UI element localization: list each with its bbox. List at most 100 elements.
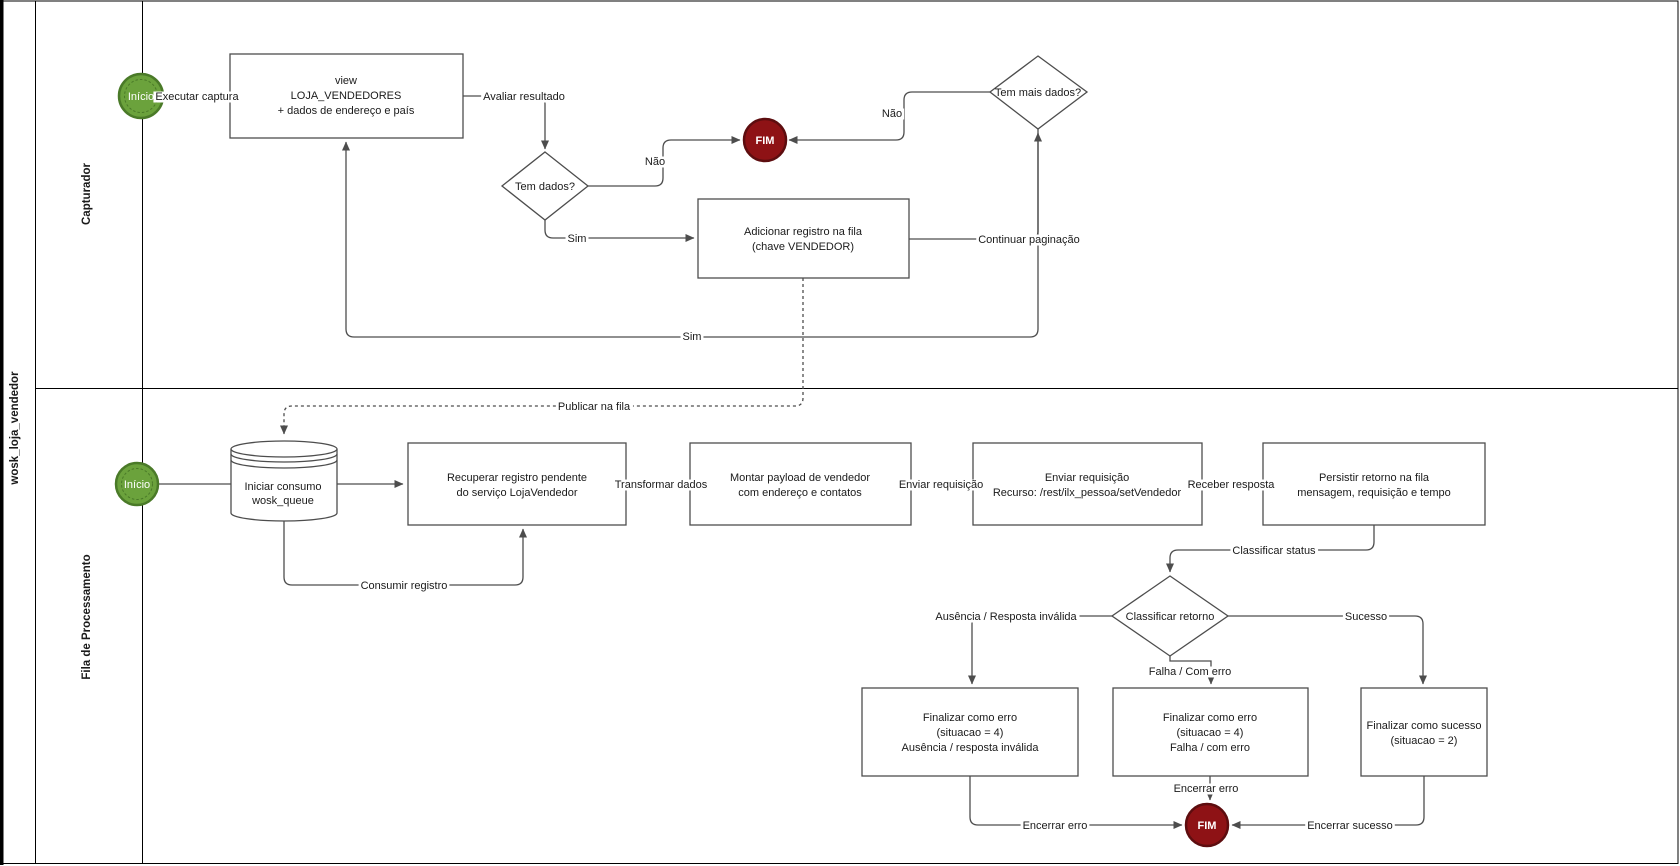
label-sim-loop: Sim	[683, 331, 702, 343]
gateway-tem-dados-diamond	[500, 151, 590, 221]
task-persistir-line2: mensagem, requisição e tempo	[1297, 487, 1450, 499]
task-adicionar-box	[697, 198, 910, 279]
label-background	[249, 495, 316, 507]
start-event-fila: Início	[114, 461, 160, 507]
edge-consumir-registro	[283, 521, 527, 586]
label-background	[680, 331, 704, 343]
label-consumir-registro: Consumir registro	[361, 580, 448, 592]
label-avaliar-resultado: Avaliar resultado	[483, 91, 565, 103]
label-sucesso: Sucesso	[1345, 611, 1387, 623]
start-event2-circle	[114, 461, 160, 507]
start-event-label: Início	[128, 91, 154, 103]
task-sucesso-box	[1360, 687, 1488, 777]
edge-sim-tem-dados	[544, 220, 695, 242]
label-iniciar-consumo: Iniciar consumo	[244, 481, 321, 493]
label-background	[555, 401, 633, 413]
label-background	[1020, 820, 1090, 832]
pool-left-bar	[0, 0, 4, 865]
task-persistir-retorno: Persistir retorno na fila mensagem, requ…	[1262, 442, 1486, 526]
label-background	[976, 234, 1082, 246]
edge-publicar-na-fila	[280, 278, 804, 435]
task-adicionar-line2: (chave VENDEDOR)	[752, 241, 854, 253]
queue-cylinder-ring2	[230, 459, 338, 469]
task-finalizar-sucesso: Finalizar como sucesso (situacao = 2)	[1360, 687, 1488, 777]
start-event2-inner-ring	[121, 468, 153, 500]
end-event2-label: FIM	[1198, 820, 1217, 832]
gateway-classificar-label: Classificar retorno	[1126, 611, 1215, 623]
label-nao-tem-mais-dados: Não	[882, 108, 902, 120]
task-sucesso-line2: (situacao = 2)	[1391, 735, 1458, 747]
task-enviar-line1: Enviar requisição	[1045, 472, 1129, 484]
task-view-line3: + dados de endereço e país	[278, 105, 415, 117]
edge-avaliar-resultado	[463, 95, 549, 150]
label-falha-com-erro: Falha / Com erro	[1149, 666, 1232, 678]
label-background	[481, 91, 567, 103]
gateway-classificar-diamond	[1110, 575, 1230, 657]
label-background	[1305, 820, 1395, 832]
edge-encerrar-erro-esq	[969, 776, 1183, 829]
queue-cylinder-top	[230, 440, 338, 458]
label-executar-captura: Executar captura	[155, 91, 239, 103]
gateway-tem-mais-dados-diamond	[988, 55, 1089, 130]
end-event-fila: FIM	[1184, 802, 1230, 848]
label-wosk-queue: wosk_queue	[251, 495, 314, 507]
task-erro-ausencia-line2: (situacao = 4)	[937, 727, 1004, 739]
task-erro-ausencia-box	[861, 687, 1079, 777]
start-event-capturador: Início	[117, 72, 165, 120]
gateway-tem-mais-dados-label: Tem mais dados?	[995, 87, 1081, 99]
gateway-tem-dados: Tem dados?	[500, 151, 590, 221]
gateway-classificar-retorno: Classificar retorno	[1110, 575, 1230, 657]
start-event2-label: Início	[124, 479, 150, 491]
edge-encerrar-sucesso	[1231, 776, 1425, 829]
task-montar-line2: com endereço e contatos	[738, 487, 862, 499]
lane-label-capturador: Capturador	[81, 162, 93, 225]
task-montar-box	[689, 442, 912, 526]
task-erro-falha-box	[1112, 687, 1309, 777]
task-recuperar-line2: do serviço LojaVendedor	[456, 487, 577, 499]
label-background	[1171, 783, 1241, 795]
label-background	[612, 479, 710, 491]
task-view-loja-vendedores: view LOJA_VENDEDORES + dados de endereço…	[229, 53, 464, 139]
task-enviar-line2: Recurso: /rest/ilx_pessoa/setVendedor	[993, 487, 1182, 499]
task-persistir-line1: Persistir retorno na fila	[1319, 472, 1430, 484]
end-event-capturador: FIM	[742, 117, 788, 163]
task-adicionar-line1: Adicionar registro na fila	[744, 226, 863, 238]
task-erro-ausencia-line3: Ausência / resposta inválida	[902, 742, 1040, 754]
edge-continuar-paginacao	[909, 132, 1042, 240]
task-finalizar-erro-falha: Finalizar como erro (situacao = 4) Falha…	[1112, 687, 1309, 777]
task-view-box	[229, 53, 464, 139]
task-enviar-requisicao: Enviar requisição Recurso: /rest/ilx_pes…	[972, 442, 1203, 526]
task-erro-falha-line1: Finalizar como erro	[1163, 712, 1257, 724]
label-classificar-status: Classificar status	[1232, 545, 1316, 557]
task-erro-falha-line2: (situacao = 4)	[1177, 727, 1244, 739]
edge-ausencia-resposta	[968, 615, 1112, 685]
task-erro-falha-line3: Falha / com erro	[1170, 742, 1250, 754]
queue-cylinder-ring1	[230, 453, 338, 463]
label-background	[358, 580, 450, 592]
task-view-line2: LOJA_VENDEDORES	[291, 90, 402, 102]
label-background	[1230, 545, 1319, 557]
label-publicar-na-fila: Publicar na fila	[558, 401, 631, 413]
edge-labels: Executar captura Avaliar resultado Não N…	[153, 91, 1395, 832]
label-encerrar-erro-meio: Encerrar erro	[1174, 783, 1239, 795]
task-montar-line1: Montar payload de vendedor	[730, 472, 870, 484]
edge-sim-loop	[342, 129, 1039, 338]
label-ausencia-resposta: Ausência / Resposta inválida	[935, 611, 1077, 623]
label-background	[896, 479, 986, 491]
task-adicionar-registro: Adicionar registro na fila (chave VENDED…	[697, 198, 910, 279]
label-background	[1185, 479, 1278, 491]
task-montar-payload: Montar payload de vendedor com endereço …	[689, 442, 912, 526]
label-background	[642, 156, 668, 168]
label-sim-tem-dados: Sim	[568, 233, 587, 245]
lane-label-fila-processamento: Fila de Processamento	[81, 554, 93, 679]
label-enviar-requisicao: Enviar requisição	[899, 479, 983, 491]
task-persistir-box	[1262, 442, 1486, 526]
task-view-line1: view	[335, 75, 357, 87]
task-recuperar-registro: Recuperar registro pendente do serviço L…	[407, 442, 627, 526]
label-transformar-dados: Transformar dados	[615, 479, 708, 491]
end-event-label: FIM	[756, 135, 775, 147]
label-continuar-paginacao: Continuar paginação	[978, 234, 1080, 246]
